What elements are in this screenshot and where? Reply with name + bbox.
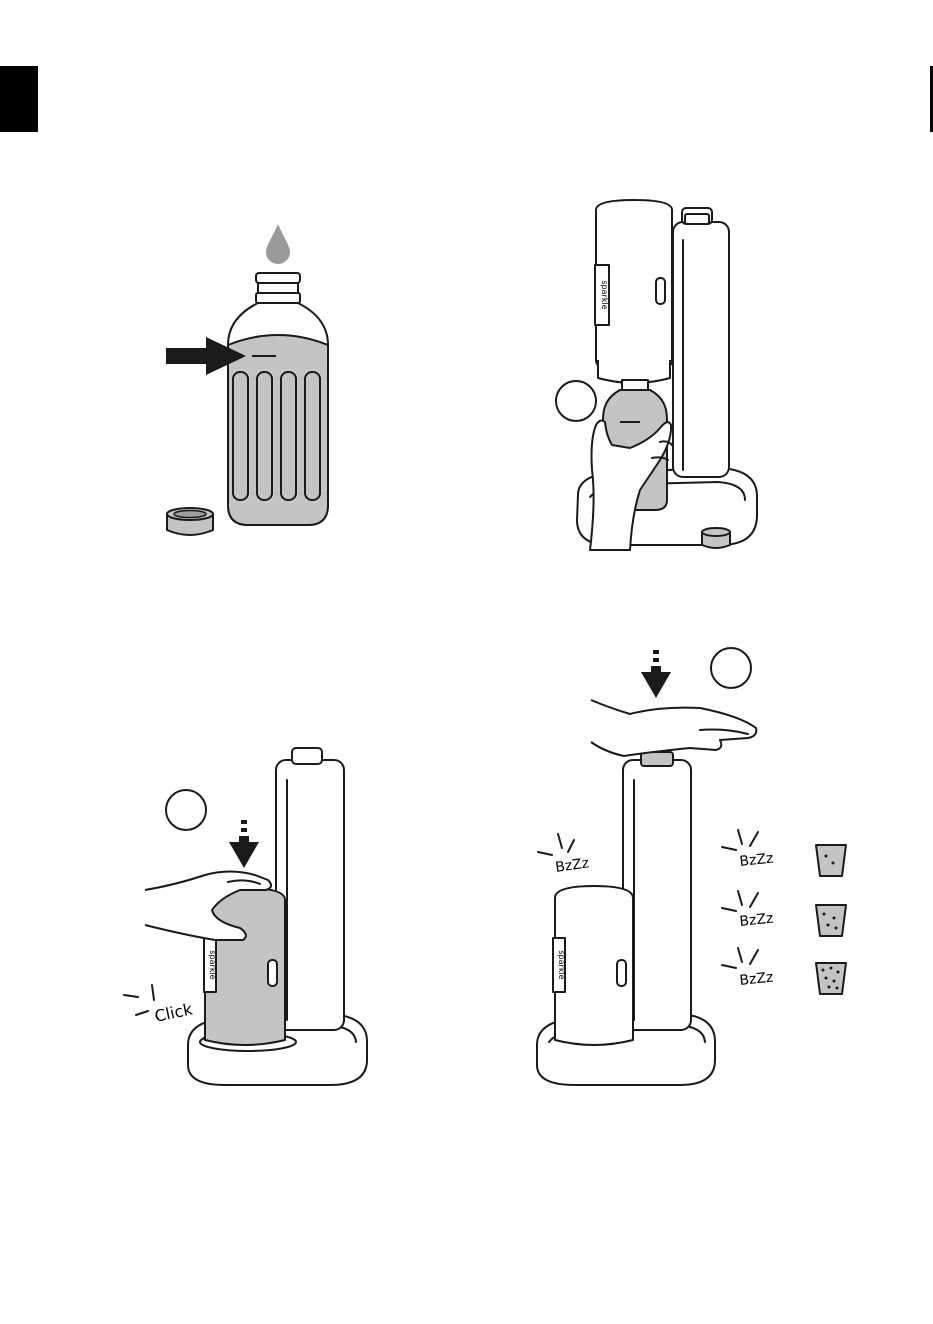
water-drop-icon xyxy=(266,224,290,264)
step-circle-icon xyxy=(711,648,751,688)
hand-icon xyxy=(591,700,756,756)
bottle xyxy=(228,273,328,525)
glass-icon xyxy=(816,963,846,994)
step-circle-icon xyxy=(556,381,596,421)
bottle-cap-icon xyxy=(702,528,730,548)
step-circle-icon xyxy=(166,790,206,830)
buzz-label: BzZz xyxy=(739,911,774,930)
panel-attach-bottle: sparkle xyxy=(556,200,757,550)
glass-icon xyxy=(816,905,846,936)
click-sound-icon: Click xyxy=(124,985,195,1026)
panel-lock-bottle: sparkle Click xyxy=(124,748,367,1085)
brand-label: sparkle xyxy=(557,950,566,979)
down-arrow-icon xyxy=(229,820,259,868)
panel-fill-bottle xyxy=(166,224,328,535)
buzz-sound-icon: BzZz xyxy=(722,891,774,930)
buzz-label: BzZz xyxy=(554,855,590,876)
down-arrow-icon xyxy=(641,650,671,698)
panel-carbonate: sparkle BzZz xyxy=(537,648,846,1085)
buzz-sound-icon: BzZz xyxy=(722,948,774,989)
glass-icon xyxy=(816,845,846,876)
buzz-sound-icon: BzZz xyxy=(722,830,774,870)
bottle-cap-icon xyxy=(167,508,213,535)
buzz-sound-icon: BzZz xyxy=(538,834,590,876)
click-label: Click xyxy=(153,999,195,1026)
buzz-label: BzZz xyxy=(739,970,774,989)
buzz-label: BzZz xyxy=(739,851,774,870)
brand-label: sparkle xyxy=(208,950,217,979)
brand-label: sparkle xyxy=(600,280,609,309)
